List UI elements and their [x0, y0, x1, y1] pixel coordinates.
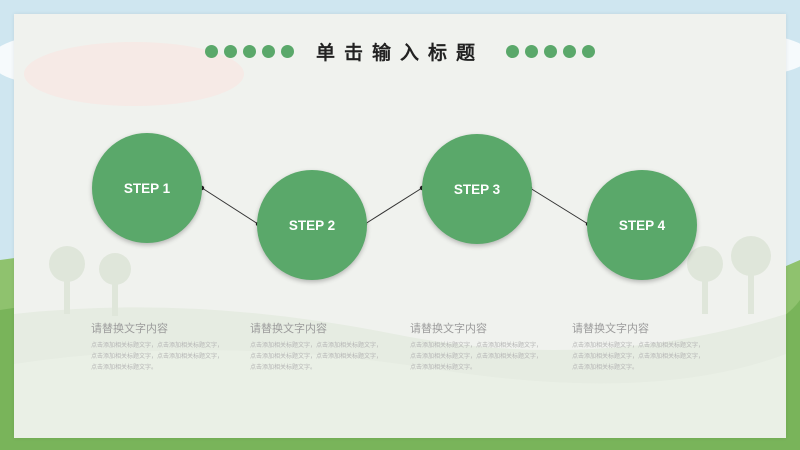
step-2-heading[interactable]: 请替换文字内容	[250, 322, 327, 335]
connector-line	[364, 187, 423, 225]
page-title[interactable]: 单击输入标题	[315, 41, 484, 64]
step-4-heading[interactable]: 请替换文字内容	[572, 322, 649, 335]
dot-icon	[544, 44, 557, 58]
step-3-description: 请替换文字内容 点击添加相关标题文字，点击添加相关标题文字，点击添加相关标题文字…	[410, 320, 545, 373]
dot-icon	[242, 44, 256, 58]
step-4-text[interactable]: 点击添加相关标题文字，点击添加相关标题文字，点击添加相关标题文字，点击添加相关标…	[572, 342, 705, 371]
dot-icon	[506, 44, 519, 58]
step-4-description: 请替换文字内容 点击添加相关标题文字，点击添加相关标题文字，点击添加相关标题文字…	[572, 320, 707, 373]
content-panel	[14, 14, 786, 438]
step-3-heading[interactable]: 请替换文字内容	[410, 322, 487, 335]
dot-icon	[525, 44, 538, 58]
step-4-circle[interactable]: STEP 4	[587, 170, 697, 280]
title-dots-left	[204, 44, 294, 58]
dot-icon	[563, 44, 576, 58]
dot-icon	[204, 44, 218, 58]
dot-icon	[223, 44, 237, 58]
step-2-circle[interactable]: STEP 2	[257, 170, 367, 280]
title-bar: 单击输入标题	[0, 36, 800, 66]
connector-line	[201, 187, 259, 225]
step-3-text[interactable]: 点击添加相关标题文字，点击添加相关标题文字，点击添加相关标题文字，点击添加相关标…	[410, 342, 543, 371]
dot-icon	[261, 44, 275, 58]
title-dots-right	[506, 44, 595, 58]
dot-icon	[280, 44, 294, 58]
step-2-description: 请替换文字内容 点击添加相关标题文字，点击添加相关标题文字，点击添加相关标题文字…	[250, 320, 385, 373]
dot-icon	[582, 44, 595, 58]
step-1-heading[interactable]: 请替换文字内容	[91, 322, 168, 335]
step-1-circle[interactable]: STEP 1	[92, 133, 202, 243]
step-2-text[interactable]: 点击添加相关标题文字，点击添加相关标题文字，点击添加相关标题文字，点击添加相关标…	[250, 342, 383, 371]
panel-scenery	[14, 42, 786, 438]
connector-line	[529, 187, 589, 225]
step-1-text[interactable]: 点击添加相关标题文字，点击添加相关标题文字，点击添加相关标题文字，点击添加相关标…	[91, 342, 224, 371]
step-1-description: 请替换文字内容 点击添加相关标题文字，点击添加相关标题文字，点击添加相关标题文字…	[91, 320, 226, 373]
step-3-circle[interactable]: STEP 3	[422, 134, 532, 244]
